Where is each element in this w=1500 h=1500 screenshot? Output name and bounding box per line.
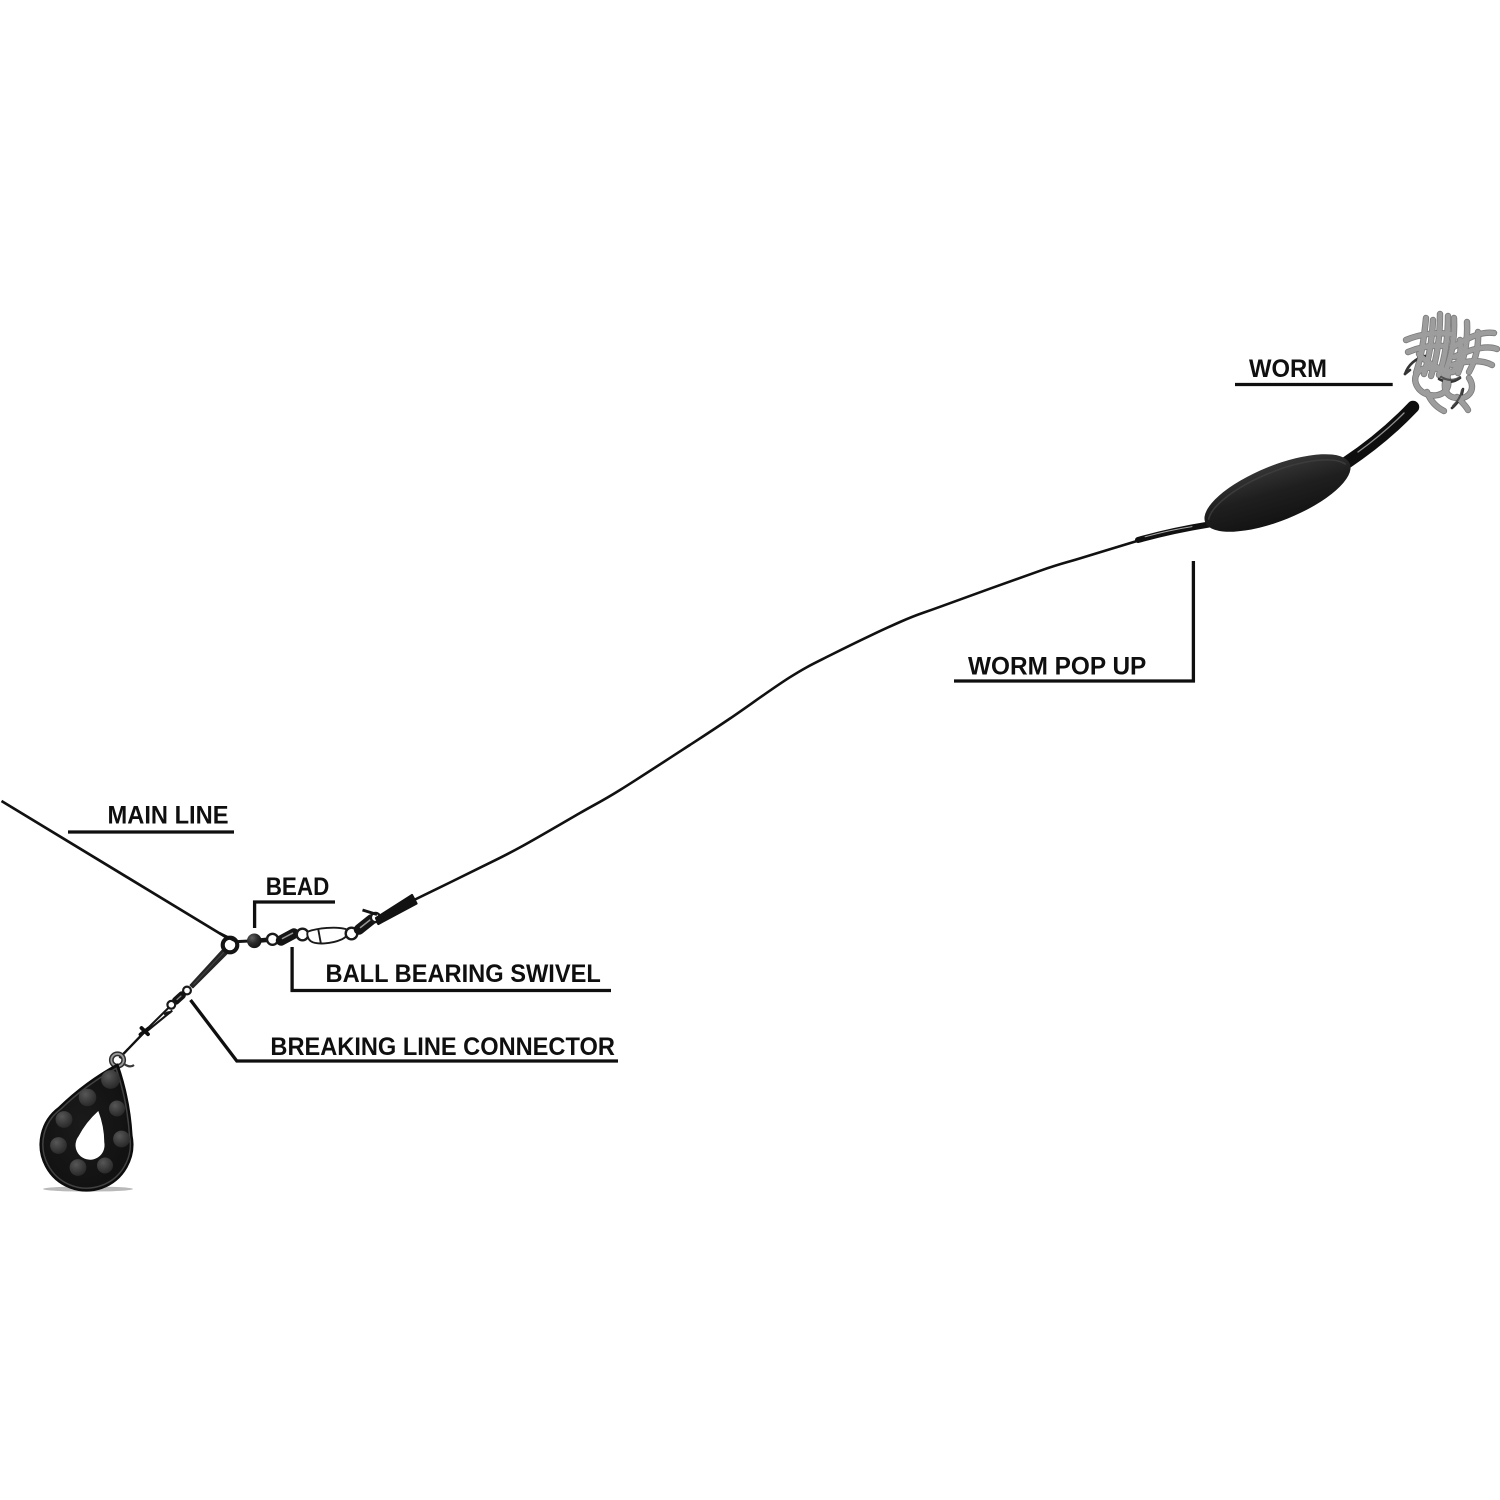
svg-text:WORM POP UP: WORM POP UP xyxy=(968,653,1146,681)
svg-text:MAIN LINE: MAIN LINE xyxy=(108,802,229,830)
svg-text:BALL BEARING SWIVEL: BALL BEARING SWIVEL xyxy=(326,960,601,988)
svg-text:BREAKING LINE CONNECTOR: BREAKING LINE CONNECTOR xyxy=(270,1033,615,1061)
svg-text:WORM: WORM xyxy=(1249,355,1327,383)
svg-text:BEAD: BEAD xyxy=(266,873,330,901)
